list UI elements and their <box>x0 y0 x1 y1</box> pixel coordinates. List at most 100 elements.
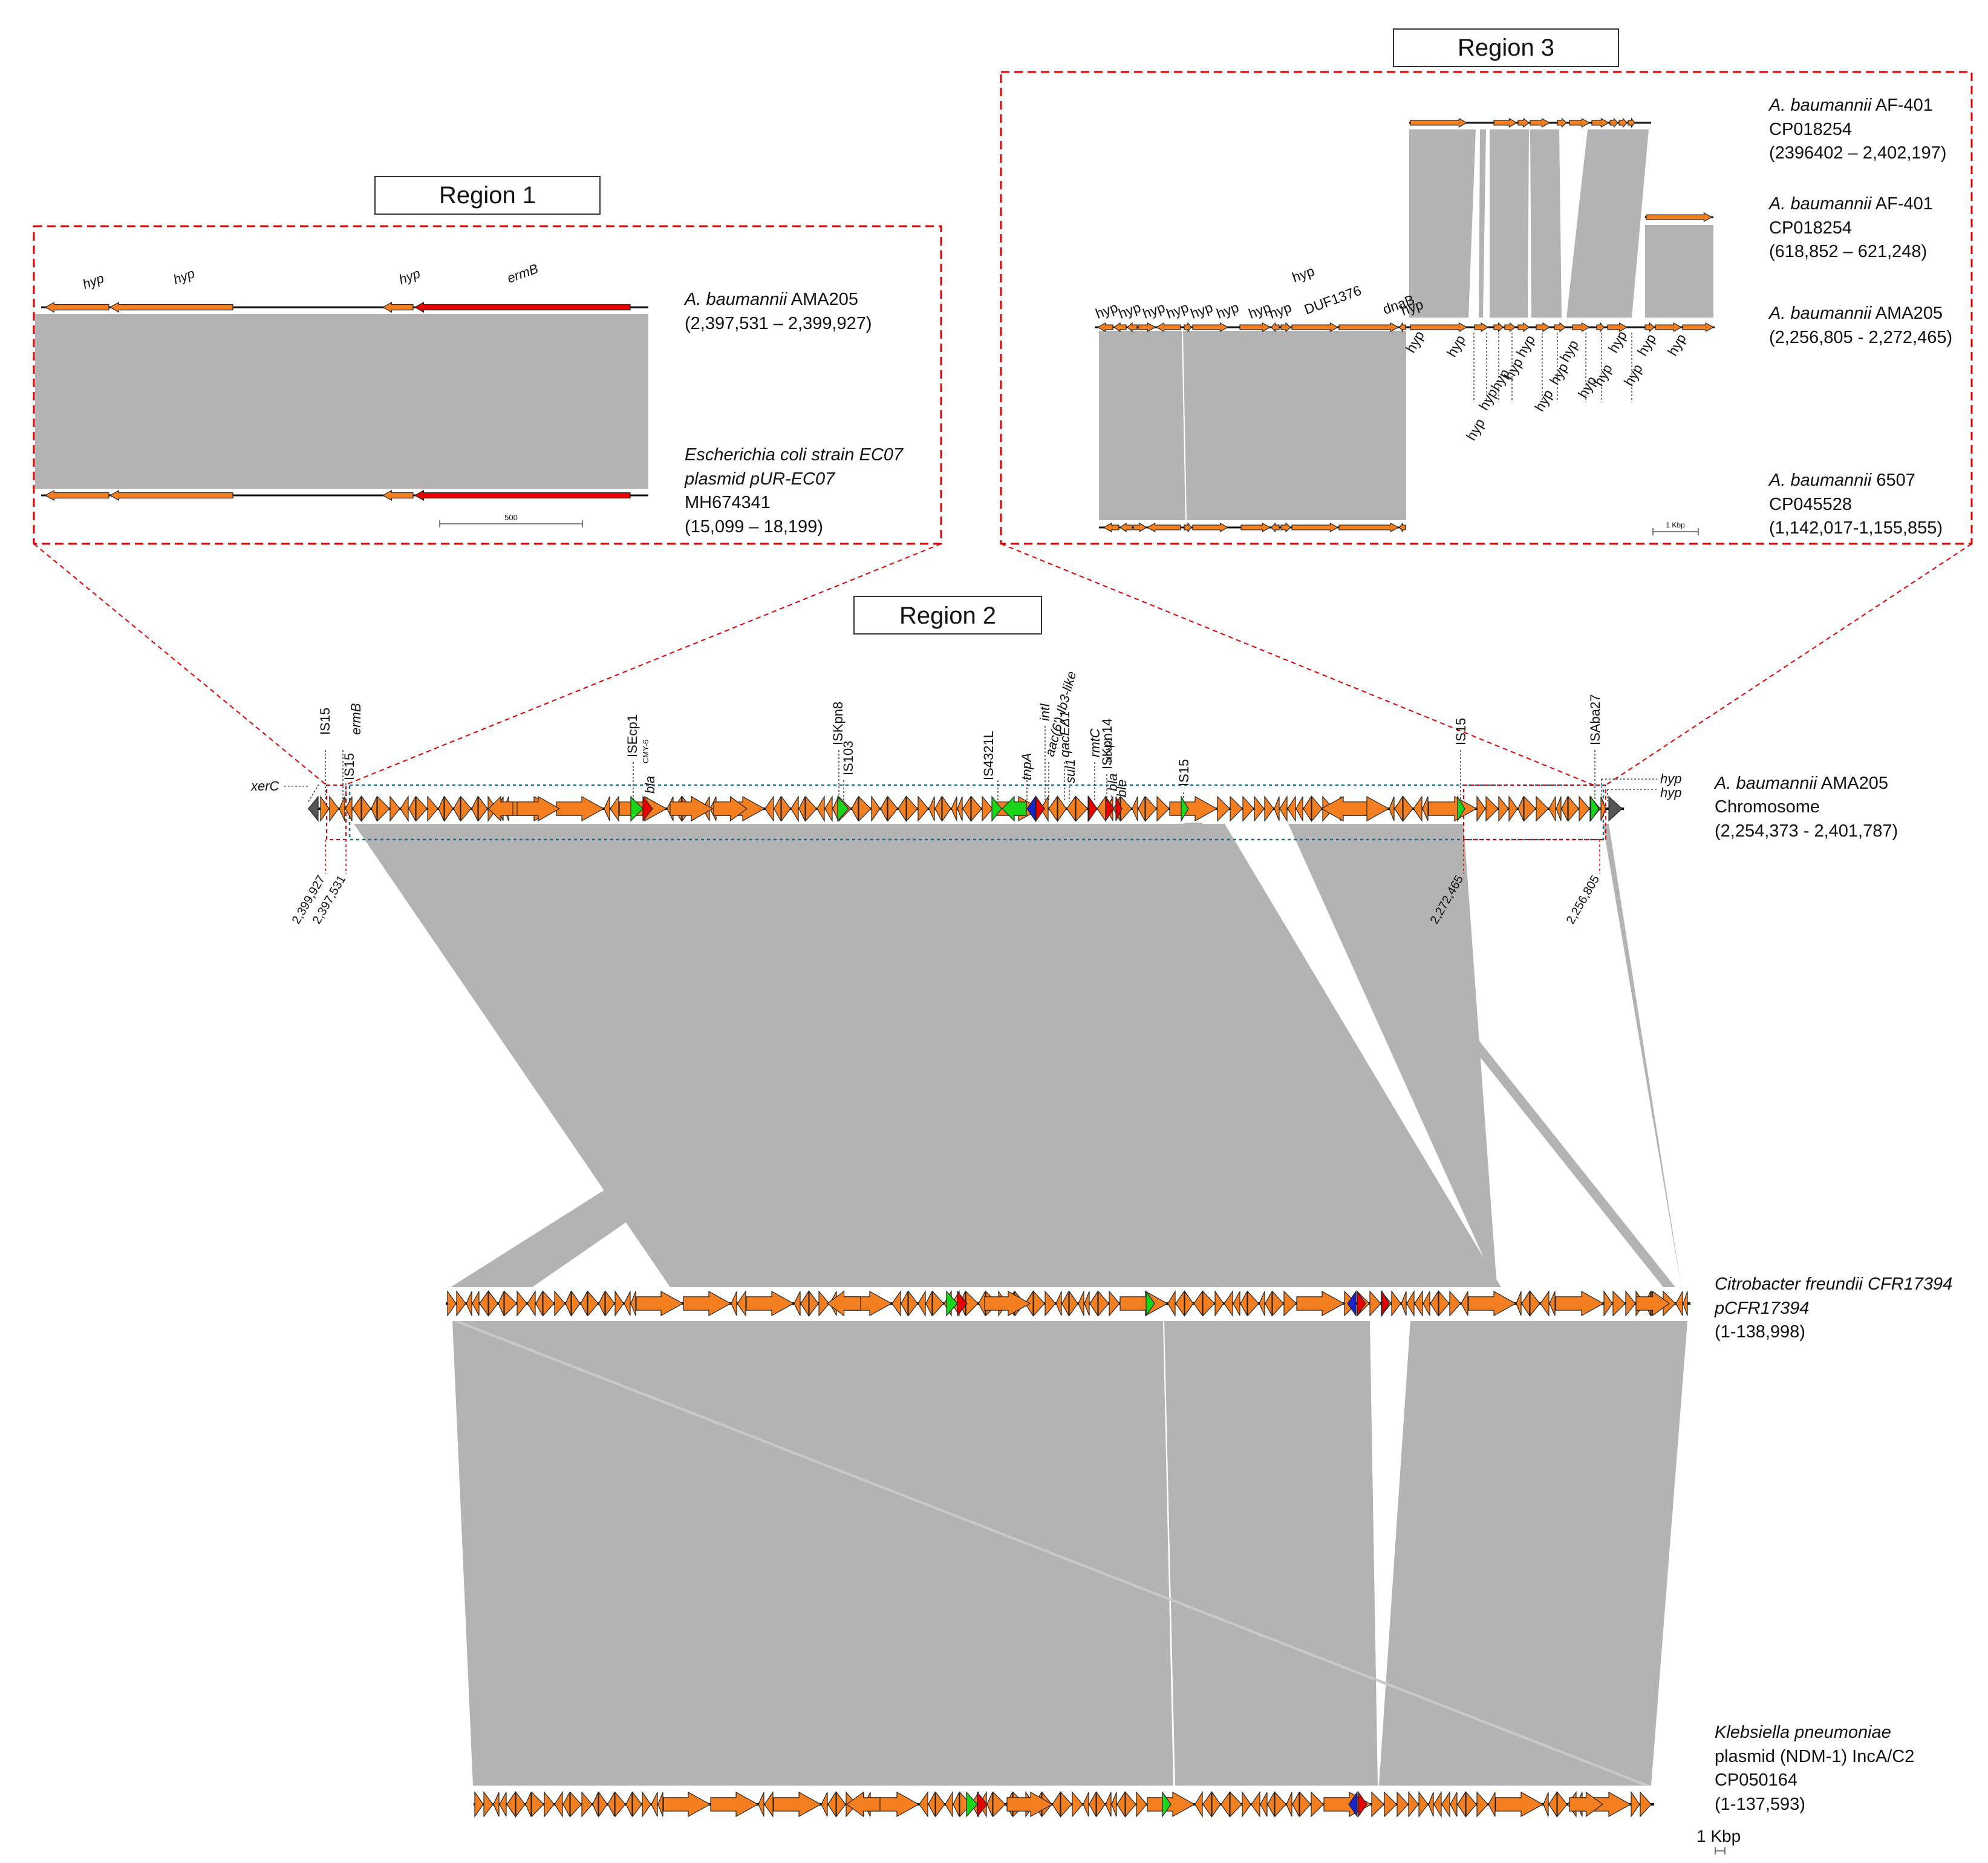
gene-arrow <box>1251 1791 1260 1818</box>
gene-arrow <box>604 796 610 821</box>
gene-arrow <box>587 1290 599 1317</box>
gene-arrow <box>479 1290 489 1317</box>
gene-arrow <box>1192 322 1229 333</box>
gene-arrow <box>731 1291 737 1316</box>
gene-arrow <box>991 795 1002 822</box>
gene-arrow <box>1105 795 1115 822</box>
region2-scale-label: 1 Kbp <box>1696 1827 1741 1845</box>
label-xerC: xerC <box>250 778 279 794</box>
gene-arrow <box>1274 796 1280 821</box>
region1-label-hyp-3: hyp <box>397 266 422 287</box>
label-sul1: sul1 <box>1063 759 1078 783</box>
region3-top-label: hyp <box>1093 299 1120 322</box>
gene-arrow <box>824 795 833 823</box>
gene-arrow <box>992 1791 1006 1818</box>
gene-arrow <box>1264 795 1274 822</box>
label-cmy6-subscript: CMY-6 <box>641 740 650 763</box>
gene-arrow <box>1655 322 1683 333</box>
gene-arrow <box>377 795 390 822</box>
region2-title: Region 2 <box>899 602 996 629</box>
gene-arrow <box>663 1791 711 1818</box>
gene-arrow <box>1625 1290 1636 1317</box>
label-IS15: IS15 <box>318 708 333 735</box>
gene-arrow <box>984 1290 1031 1317</box>
gene-arrow <box>1414 1290 1423 1317</box>
gene-arrow <box>444 795 454 822</box>
gene-arrow <box>1260 1792 1268 1817</box>
gene-arrow <box>1517 117 1530 128</box>
label-ISEcp1: ISEcp1 <box>625 714 640 757</box>
region3-top-label: hyp <box>1164 299 1191 322</box>
gene-arrow <box>1291 322 1339 333</box>
gene-arrow <box>1060 1791 1072 1818</box>
gene-arrow <box>1561 796 1568 821</box>
gene-arrow <box>1524 795 1536 822</box>
gene-arrow <box>570 1791 582 1818</box>
gene-arrow <box>1048 795 1058 822</box>
gene-arrow <box>1162 1791 1172 1818</box>
hyp-gene-arrow <box>109 301 233 313</box>
coord-2256805: 2,256,805 <box>1564 873 1603 927</box>
gene-arrow <box>1240 522 1271 533</box>
gene-arrow <box>871 795 881 822</box>
region3-track3-title: A. baumannii AMA205 <box>1768 304 1943 323</box>
gene-arrow <box>1430 1290 1439 1317</box>
gene-arrow <box>632 1791 642 1818</box>
gene-arrow <box>527 1290 536 1317</box>
gene-arrow <box>1457 1790 1466 1818</box>
gene-arrow <box>598 1291 605 1316</box>
region1-track-bottom-accession: MH674341 <box>685 493 771 512</box>
kpn-desc-line1: Klebsiella pneumoniae <box>1715 1723 1891 1742</box>
gene-arrow <box>794 1291 801 1316</box>
gene-arrow <box>493 1792 500 1817</box>
gene-arrow <box>1530 117 1551 128</box>
gene-arrow <box>898 795 907 823</box>
gene-arrow <box>427 795 438 822</box>
gene-arrow <box>928 1792 936 1817</box>
gene-arrow <box>1026 795 1036 822</box>
gene-arrow <box>986 1792 993 1817</box>
gene-arrow <box>1517 796 1524 821</box>
gene-arrow <box>1291 522 1339 533</box>
gene-arrow <box>1169 795 1218 822</box>
gene-arrow <box>1640 1791 1652 1818</box>
gene-arrow <box>1132 796 1138 821</box>
region3-homology-4 <box>1530 129 1562 318</box>
gene-arrow <box>971 795 982 822</box>
gene-arrow <box>800 1290 809 1317</box>
gene-arrow <box>339 796 345 821</box>
gene-arrow <box>1265 1291 1273 1316</box>
gene-arrow <box>657 1792 663 1817</box>
gene-arrow <box>488 1290 498 1317</box>
kpn-desc-line3: CP050164 <box>1715 1770 1797 1790</box>
zoom-connectors <box>33 543 1972 786</box>
region1-track-top-title: A. baumannii AMA205 <box>683 290 858 309</box>
kpn-desc-line2: plasmid (NDM-1) IncA/C2 <box>1715 1747 1914 1766</box>
gene-arrow <box>1242 1791 1251 1818</box>
label-ISKpn14: ISKpn14 <box>1100 719 1115 769</box>
ermB-gene-arrow <box>414 301 631 313</box>
gene-arrow <box>816 795 825 823</box>
gene-arrow <box>483 1791 494 1818</box>
gene-arrow <box>934 796 942 821</box>
region3-track3-range: (2,256,805 - 2,272,465) <box>1769 328 1952 347</box>
gene-arrow <box>1116 1790 1126 1818</box>
hyp-gene-arrow <box>109 489 233 501</box>
gene-arrow <box>1358 1791 1367 1818</box>
gene-arrow <box>1296 1290 1345 1317</box>
gene-arrow <box>1113 322 1127 333</box>
gene-arrow <box>951 796 957 821</box>
region3-homology-5 <box>1566 129 1649 318</box>
gene-arrow <box>1057 795 1067 822</box>
gene-arrow <box>1433 1790 1442 1818</box>
gene-arrow <box>592 1792 599 1817</box>
region3-top-label: DUF1376 <box>1302 282 1363 318</box>
gene-arrow <box>1061 1291 1069 1316</box>
region3-bottom-label: hyp <box>1664 331 1689 358</box>
gene-arrow <box>774 796 781 821</box>
region2-homology-7 <box>1164 1321 1378 1786</box>
gene-arrow <box>809 1290 819 1317</box>
gene-arrow <box>1214 1290 1224 1317</box>
gene-arrow <box>544 1791 555 1818</box>
gene-arrow <box>456 1290 466 1317</box>
